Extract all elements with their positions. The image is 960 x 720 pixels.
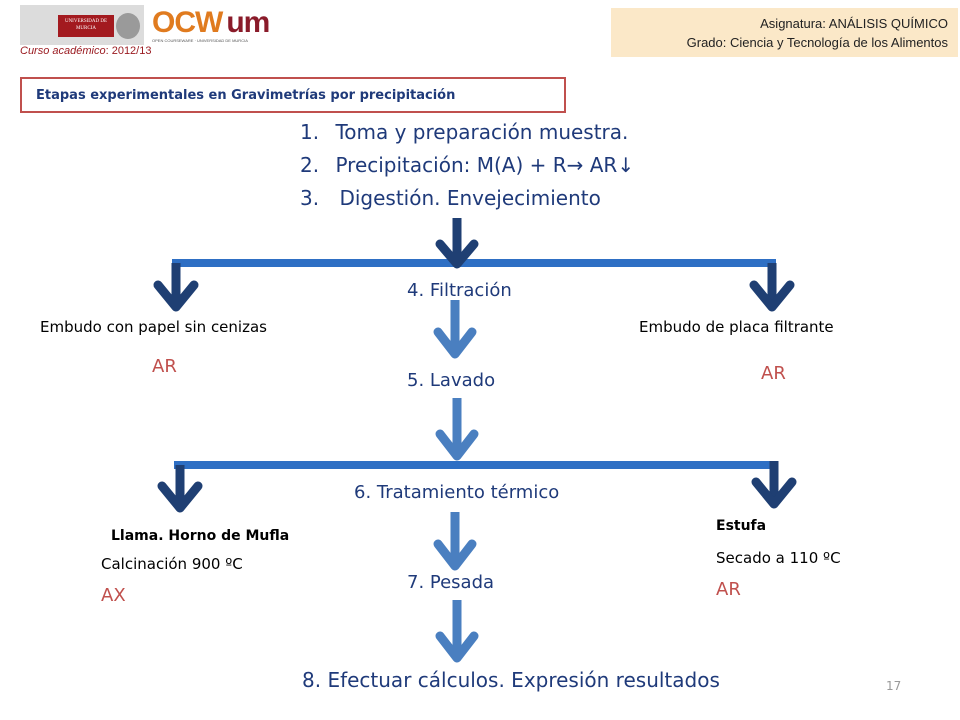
slide-title-box: Etapas experimentales en Gravimetrías po… — [20, 77, 566, 113]
umu-seal-icon — [116, 13, 140, 39]
step-2-number: 2. — [300, 153, 320, 177]
right-filter-label: Embudo de placa filtrante — [639, 318, 834, 336]
asignatura-text: Asignatura: ANÁLISIS QUÍMICO — [760, 16, 948, 31]
step-1: 1. Toma y preparación muestra. — [300, 120, 628, 144]
arrow-down-icon — [153, 263, 199, 312]
step-1-number: 1. — [300, 120, 320, 144]
right-heat-detail: Secado a 110 ºC — [716, 549, 841, 567]
left-filter-product: AR — [152, 356, 177, 377]
right-heat-product: AR — [716, 579, 741, 600]
ocw-logo-subtitle: OPEN COURSEWARE · UNIVERSIDAD DE MURCIA — [152, 38, 248, 43]
universidad-murcia-logo: UNIVERSIDAD DE MURCIA — [20, 5, 144, 45]
curso-value: : 2012/13 — [105, 45, 152, 57]
arrow-down-icon — [433, 300, 477, 359]
step-1-text: Toma y preparación muestra. — [335, 120, 629, 144]
branch-bar-bottom — [174, 461, 778, 469]
arrow-down-icon — [435, 600, 479, 663]
step-2: 2. Precipitación: M(A) + R→ AR↓ — [300, 153, 634, 177]
um-logo-text: um — [226, 6, 270, 39]
page-number: 17 — [886, 679, 902, 693]
left-heat-detail: Calcinación 900 ºC — [101, 555, 243, 573]
step-lavado: 5. Lavado — [407, 370, 496, 391]
right-filter-product: AR — [761, 363, 786, 384]
arrow-down-icon — [751, 461, 797, 509]
grado-text: Grado: Ciencia y Tecnología de los Alime… — [686, 35, 948, 50]
curso-label: Curso académico — [20, 45, 106, 57]
right-heat-title: Estufa — [716, 518, 767, 534]
step-tratamiento: 6. Tratamiento térmico — [354, 482, 560, 503]
course-info-box: Asignatura: ANÁLISIS QUÍMICO Grado: Cien… — [611, 8, 958, 57]
step-filtracion: 4. Filtración — [407, 280, 512, 301]
arrow-down-icon — [435, 398, 479, 461]
step-3-text: Digestión. Envejecimiento — [339, 186, 601, 210]
left-filter-label: Embudo con papel sin cenizas — [40, 318, 267, 336]
slide-title: Etapas experimentales en Gravimetrías po… — [36, 88, 456, 103]
step-2-text: Precipitación: M(A) + R→ AR↓ — [335, 153, 635, 177]
left-heat-product: AX — [101, 585, 126, 606]
step-calculos: 8. Efectuar cálculos. Expresión resultad… — [302, 668, 720, 692]
umu-logo-text: UNIVERSIDAD DE MURCIA — [58, 15, 114, 37]
step-pesada: 7. Pesada — [407, 572, 495, 593]
left-heat-title: Llama. Horno de Mufla — [111, 528, 290, 544]
arrow-down-icon — [749, 263, 795, 312]
arrow-down-icon — [435, 218, 479, 269]
arrow-down-icon — [433, 512, 477, 571]
step-3: 3. Digestión. Envejecimiento — [300, 186, 601, 210]
step-3-number: 3. — [300, 186, 320, 210]
branch-bar-top — [172, 259, 776, 267]
curso-academico: Curso académico: 2012/13 — [20, 45, 151, 57]
arrow-down-icon — [157, 465, 203, 513]
ocw-logo-text: OCW — [152, 6, 223, 39]
